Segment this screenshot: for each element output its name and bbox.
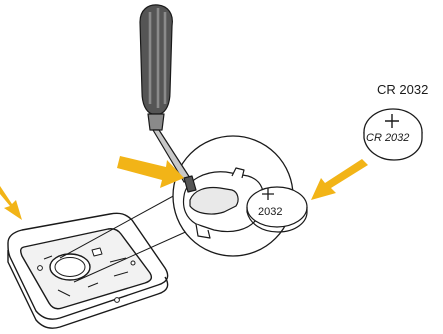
arrow-from-coin — [311, 159, 368, 200]
remote-device — [8, 213, 168, 328]
battery-type-label: CR 2032 — [377, 82, 428, 97]
arrow-left — [0, 186, 22, 220]
coin-small-text: 2032 — [258, 206, 282, 218]
coin-large-text: CR 2032 — [366, 132, 409, 144]
